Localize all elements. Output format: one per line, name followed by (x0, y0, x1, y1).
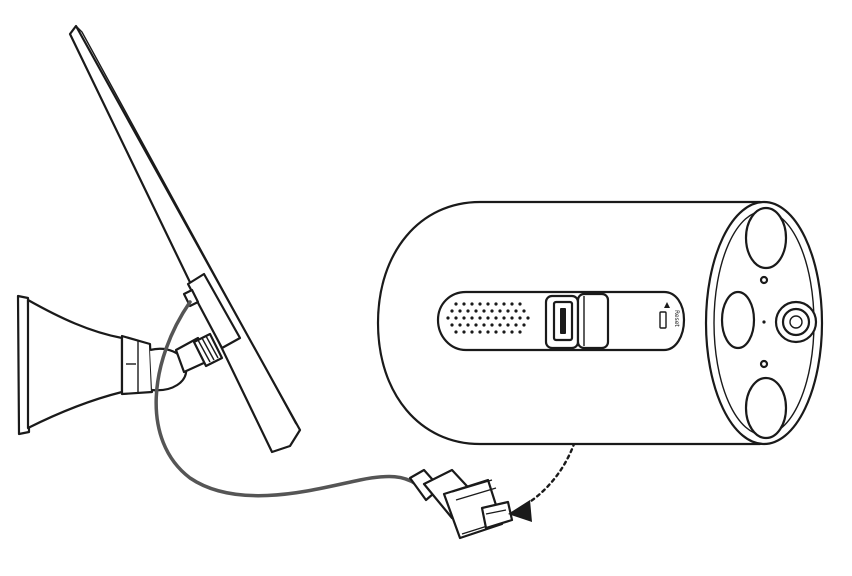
reset-button: Reset (659, 302, 680, 329)
camera-lens (774, 300, 818, 344)
power-cable (154, 300, 418, 498)
usb-port (544, 294, 580, 350)
port-cover (576, 292, 610, 350)
reset-label: Reset (673, 310, 680, 327)
speaker-grille (446, 302, 530, 334)
camera-front-face (704, 200, 824, 446)
cable-connector-plug (408, 468, 514, 540)
wall-mount-bracket (16, 294, 208, 436)
camera-unit: Reset (376, 200, 824, 446)
solar-panel (68, 24, 302, 454)
